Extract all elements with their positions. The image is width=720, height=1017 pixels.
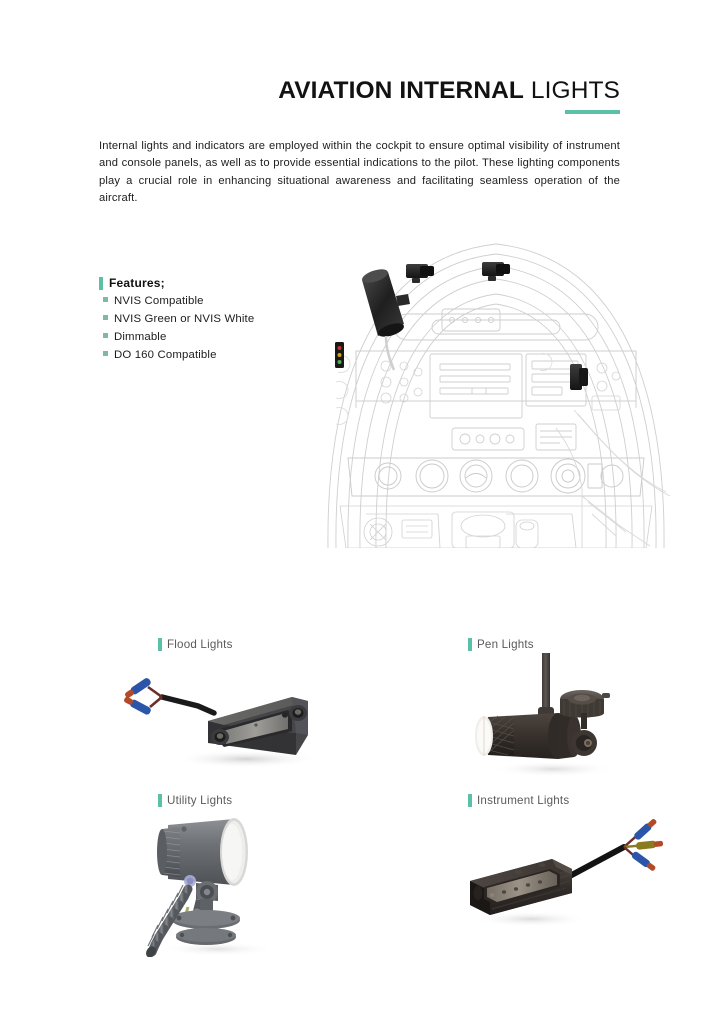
product-card-utility-lights: Utility Lights [146, 794, 373, 957]
square-bullet-icon [103, 351, 108, 356]
square-bullet-icon [103, 297, 108, 302]
product-card-pen-lights: Pen Lights [468, 638, 683, 781]
pen-light-cylinder-fixture-icon [475, 653, 615, 777]
product-card-instrument-lights: Instrument Lights [468, 794, 683, 937]
product-image-flood-light [96, 651, 346, 781]
feature-label: NVIS Green or NVIS White [114, 313, 255, 325]
cockpit-line-drawing-icon [327, 243, 671, 548]
product-label: Pen Lights [468, 638, 683, 651]
instrument-light-bar-fixture-icon [470, 818, 664, 927]
title-accent-underline [565, 110, 620, 114]
square-bullet-icon [103, 315, 108, 320]
product-label-text: Flood Lights [167, 638, 233, 651]
product-label-text: Instrument Lights [477, 794, 570, 807]
feature-label: NVIS Compatible [114, 295, 204, 307]
utility-light-pedestal-fixture-icon [146, 818, 276, 957]
feature-label: DO 160 Compatible [114, 349, 217, 361]
page-title-text: AVIATION INTERNAL LIGHTS [0, 77, 620, 105]
features-heading: Features; [99, 276, 329, 290]
product-label: Utility Lights [158, 794, 373, 807]
accent-bar-icon [158, 638, 162, 651]
page-title-bold: AVIATION INTERNAL [278, 77, 524, 104]
cockpit-illustration [320, 196, 672, 548]
page-title: AVIATION INTERNAL LIGHTS [0, 77, 620, 105]
list-item: NVIS Compatible [103, 294, 329, 310]
cockpit-lamp-small-left [406, 264, 434, 283]
accent-bar-icon [468, 794, 472, 807]
product-label: Flood Lights [158, 638, 373, 651]
flood-light-bar-fixture-icon [124, 678, 318, 768]
feature-label: Dimmable [114, 331, 167, 343]
list-item: Dimmable [103, 330, 329, 346]
intro-paragraph: Internal lights and indicators are emplo… [99, 140, 620, 204]
cockpit-lamp-small-right [482, 262, 510, 281]
accent-bar-icon [468, 638, 472, 651]
list-item: NVIS Green or NVIS White [103, 312, 329, 328]
page-title-light: LIGHTS [524, 77, 620, 104]
features-block: Features; NVIS Compatible NVIS Green or … [99, 276, 329, 366]
list-item: DO 160 Compatible [103, 348, 329, 364]
product-image-utility-light [126, 807, 311, 957]
product-label-text: Pen Lights [477, 638, 534, 651]
accent-bar-icon [158, 794, 162, 807]
accent-bar-icon [99, 276, 103, 290]
product-label-text: Utility Lights [167, 794, 233, 807]
product-image-instrument-light [456, 807, 671, 937]
square-bullet-icon [103, 333, 108, 338]
product-card-flood-lights: Flood Lights [124, 638, 373, 781]
product-label: Instrument Lights [468, 794, 683, 807]
cockpit-lamp-penlight [362, 269, 410, 371]
features-heading-text: Features; [109, 276, 165, 290]
cockpit-indicator-strip [335, 342, 344, 368]
product-image-pen-light [458, 651, 653, 781]
cockpit-lamp-right-side [570, 364, 588, 390]
